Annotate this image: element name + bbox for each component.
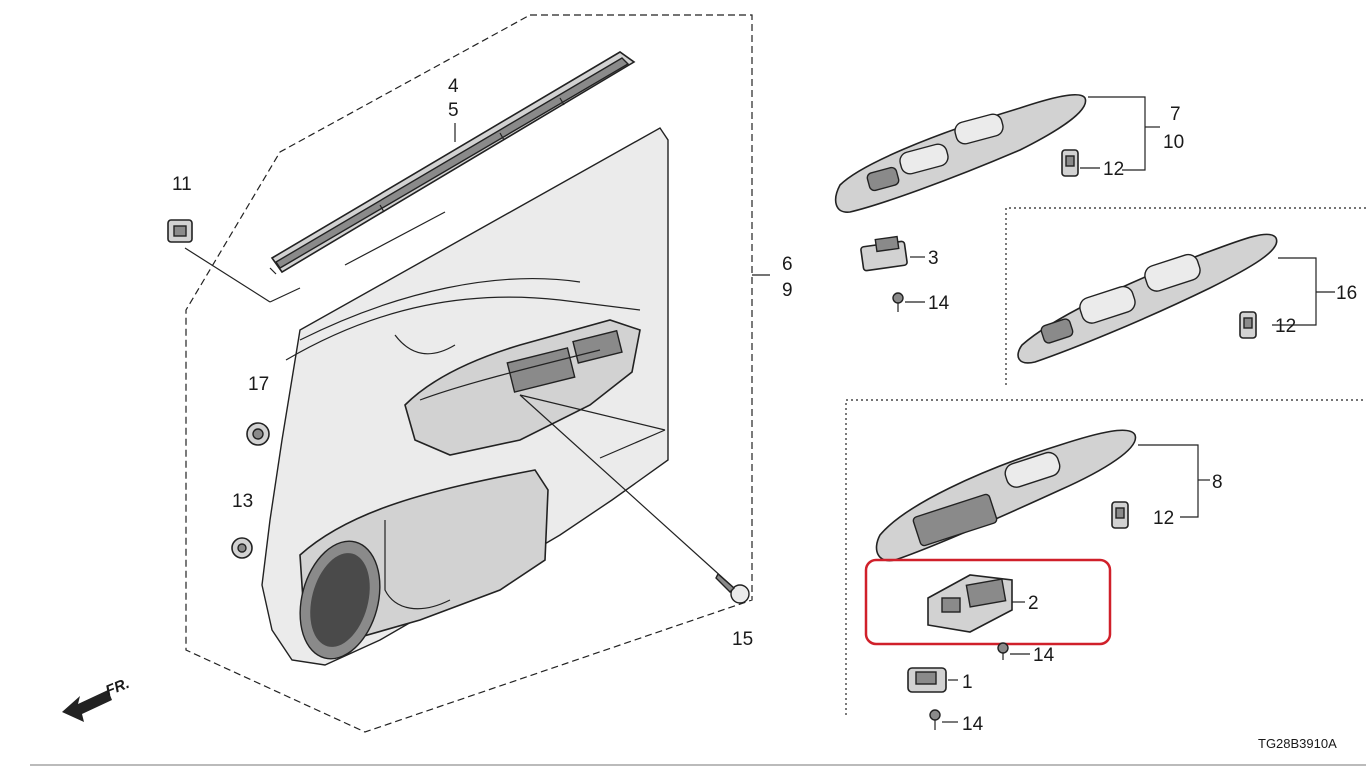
screw-part	[929, 709, 941, 730]
clip-part	[1061, 149, 1079, 177]
highlight-box	[864, 558, 1112, 646]
window-switch-panel-part	[875, 429, 1137, 562]
callout-13: 13	[232, 491, 253, 512]
callout-14: 14	[1033, 645, 1055, 666]
mirror-switch-part	[860, 235, 908, 272]
clip-part	[246, 422, 270, 446]
callout-2: 2	[1028, 593, 1039, 614]
screw-part	[892, 292, 904, 312]
callout-15: 15	[732, 629, 753, 650]
window-switch-panel-part	[1017, 233, 1278, 364]
clip-part	[1111, 501, 1129, 529]
callout-7: 7	[1170, 104, 1181, 125]
callout-14: 14	[962, 714, 984, 735]
callout-3: 3	[928, 248, 939, 269]
callout-8: 8	[1212, 472, 1223, 493]
screw-part	[715, 572, 750, 604]
callout-12: 12	[1275, 316, 1296, 337]
callout-4: 4	[448, 76, 459, 97]
callout-12: 12	[1153, 508, 1174, 529]
screw-part	[997, 642, 1009, 660]
power-window-master-switch-part	[927, 574, 1013, 633]
clip-part	[167, 219, 193, 243]
callout-12: 12	[1103, 159, 1124, 180]
front-direction-arrow: FR.	[62, 675, 132, 722]
callout-16: 16	[1336, 283, 1357, 304]
callout-14: 14	[928, 293, 950, 314]
switch-part	[907, 667, 947, 693]
diagram-code: TG28B3910A	[1258, 736, 1337, 751]
window-switch-panel-part	[834, 94, 1087, 213]
window-weatherstrip-part	[269, 51, 636, 275]
callout-11: 11	[172, 174, 192, 195]
callout-10: 10	[1163, 132, 1184, 153]
callout-1: 1	[962, 672, 973, 693]
clip-part	[231, 537, 253, 559]
clip-part	[1239, 311, 1257, 339]
callout-17: 17	[248, 374, 269, 395]
front-direction-label: FR.	[103, 675, 132, 700]
door-lining-panel-part	[261, 127, 669, 666]
door-lining-assembly-outline	[185, 14, 753, 733]
callout-9: 9	[782, 280, 793, 301]
callout-6: 6	[782, 254, 793, 275]
callout-5: 5	[448, 100, 459, 121]
